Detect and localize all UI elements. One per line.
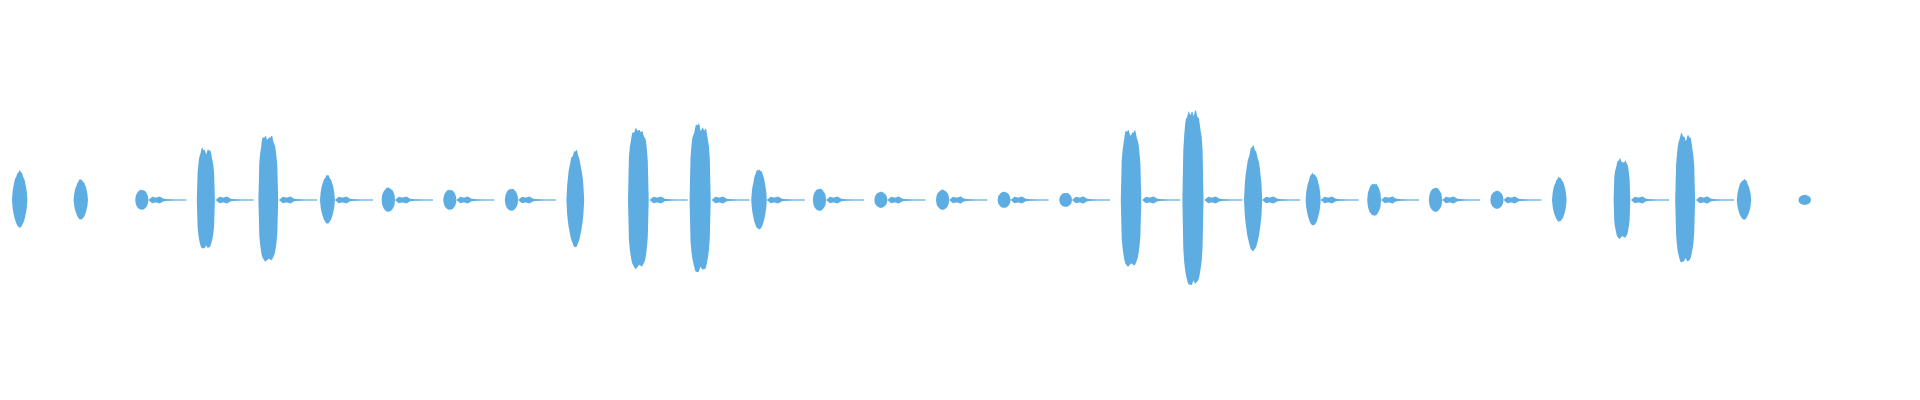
waveform-peak xyxy=(997,191,1049,208)
waveform-peak xyxy=(504,188,557,211)
waveform-peak xyxy=(1798,194,1811,205)
waveform-peak xyxy=(1367,183,1420,216)
waveform-peak xyxy=(12,170,28,228)
waveform-peak xyxy=(443,189,495,210)
waveform-peak xyxy=(1613,158,1669,239)
waveform-peak xyxy=(381,187,433,212)
waveform-peak xyxy=(1244,145,1301,252)
waveform-peak xyxy=(566,149,585,248)
waveform-peak xyxy=(1675,132,1734,263)
waveform-peak xyxy=(874,191,926,208)
waveform-peak xyxy=(258,135,317,262)
waveform-peaks xyxy=(12,109,1811,286)
waveform-peak xyxy=(135,189,187,210)
waveform-peak xyxy=(1120,129,1181,267)
waveform-peak xyxy=(751,169,805,230)
waveform-peak xyxy=(73,179,88,220)
waveform-peak xyxy=(1552,176,1567,222)
waveform-peak xyxy=(1736,179,1752,220)
waveform-peak xyxy=(320,175,373,224)
waveform-peak xyxy=(936,189,988,210)
waveform-peak xyxy=(196,147,254,249)
waveform-peak xyxy=(812,188,865,211)
waveform-peak xyxy=(1305,172,1359,226)
waveform-peak xyxy=(1182,109,1243,286)
waveform-peak xyxy=(1490,190,1542,209)
waveform-peak xyxy=(1428,187,1481,212)
waveform-peak xyxy=(628,127,688,270)
waveform-peak xyxy=(1059,192,1110,207)
waveform-peak xyxy=(689,123,750,273)
